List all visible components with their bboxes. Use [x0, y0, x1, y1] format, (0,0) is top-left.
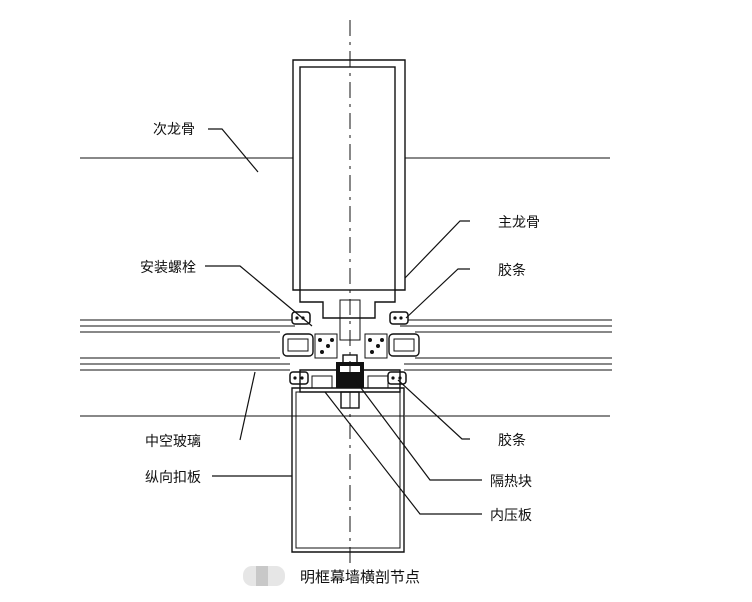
label-install-bolt: 安装螺栓	[140, 260, 196, 276]
caption-blur-mark-inner	[256, 566, 268, 586]
seal-block-right	[364, 333, 420, 359]
leader-install-bolt	[205, 265, 313, 327]
insulating-glass-left	[80, 319, 295, 371]
rubber-strip-bottom-right	[387, 371, 407, 385]
rubber-strip-top-right	[389, 311, 409, 325]
rubber-strip-bottom-left	[289, 371, 309, 385]
leader-rubber-strip-bottom	[397, 379, 470, 440]
label-rubber-strip-bottom: 胶条	[498, 432, 526, 449]
label-insulating-glass: 中空玻璃	[145, 433, 201, 450]
seal-block-left	[282, 333, 338, 359]
main-keel-profile	[292, 59, 406, 341]
label-secondary-keel: 次龙骨	[153, 122, 195, 138]
leader-insulating-glass	[239, 371, 256, 441]
cover-plate-profile	[291, 387, 405, 553]
label-cover-plate: 纵向扣板	[145, 470, 201, 486]
insulating-glass-right	[400, 319, 612, 371]
caption: 明框幕墙横剖节点	[300, 568, 420, 586]
leader-pressure-plate	[324, 391, 482, 515]
label-pressure-plate: 内压板	[490, 508, 532, 524]
leader-secondary-keel	[208, 128, 259, 173]
label-main-keel: 主龙骨	[498, 215, 540, 231]
leader-rubber-strip-top	[405, 268, 470, 319]
leader-thermal-block	[354, 379, 482, 481]
label-thermal-block: 隔热块	[490, 474, 532, 490]
leader-main-keel	[404, 220, 470, 279]
label-rubber-strip-top: 胶条	[498, 262, 526, 279]
